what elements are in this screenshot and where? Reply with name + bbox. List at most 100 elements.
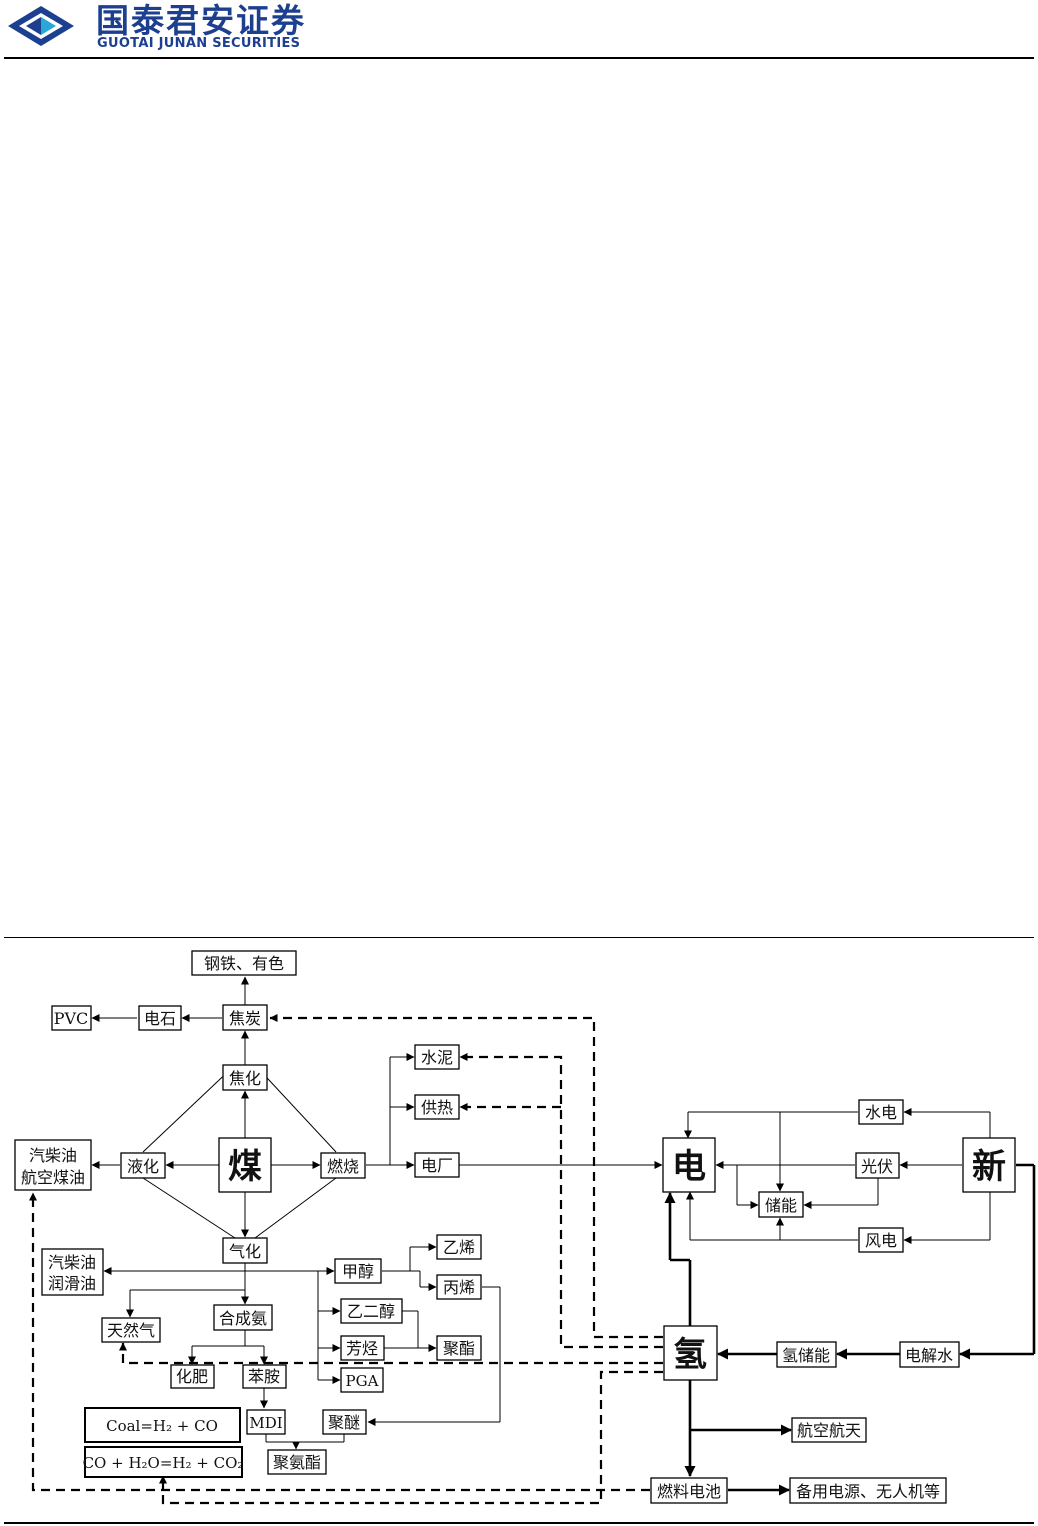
node-storage: 储能 — [765, 1196, 797, 1215]
node-box-pu — [267, 1449, 327, 1475]
node-electro: 电解水 — [905, 1346, 953, 1365]
node-box-backup — [789, 1477, 947, 1504]
node-aniline: 苯胺 — [248, 1367, 280, 1386]
node-pu: 聚氨酯 — [273, 1453, 321, 1472]
page-header: 国泰君安证券 GUOTAI JUNAN SECURITIES — [0, 0, 1038, 60]
solid-connectors — [91, 976, 991, 1450]
node-mdi: MDI — [249, 1414, 282, 1432]
node-box-heating — [414, 1094, 460, 1120]
node-box-diesel1 — [14, 1139, 92, 1191]
node-fuelcell: 燃料电池 — [657, 1482, 721, 1501]
node-box-coke — [222, 1004, 268, 1031]
node-ammonia: 合成氨 — [219, 1309, 267, 1328]
node-heating: 供热 — [421, 1098, 453, 1117]
node-coal: 煤 — [228, 1147, 262, 1187]
node-coking: 焦化 — [229, 1069, 261, 1088]
node-pga: PGA — [346, 1372, 379, 1390]
node-diesel2-line2: 润滑油 — [48, 1274, 96, 1293]
node-box-storage — [758, 1191, 804, 1218]
node-h2store: 氢储能 — [782, 1346, 830, 1365]
node-carbide: 电石 — [144, 1009, 176, 1028]
node-methanol: 甲醇 — [342, 1262, 374, 1281]
node-box-coking — [222, 1064, 268, 1091]
node-box-ethylene — [436, 1234, 482, 1260]
node-elec: 电 — [672, 1147, 706, 1187]
node-cement: 水泥 — [421, 1048, 453, 1067]
equation-water-gas-shift: CO + H₂O=H₂ + CO₂ — [83, 1454, 244, 1472]
node-backup: 备用电源、无人机等 — [796, 1482, 940, 1501]
node-diesel1-line2: 航空煤油 — [21, 1168, 85, 1187]
node-box-plant — [414, 1152, 460, 1178]
node-ng: 天然气 — [107, 1321, 155, 1340]
node-hydro: 水电 — [865, 1103, 897, 1122]
node-box-h2store — [776, 1341, 837, 1368]
node-box-fert — [170, 1364, 215, 1389]
node-diesel2-line1: 汽柴油 — [48, 1253, 96, 1272]
node-coke: 焦炭 — [229, 1009, 261, 1028]
node-box-newe — [962, 1137, 1016, 1193]
node-box-polyester — [436, 1335, 482, 1361]
node-aromatic: 芳烃 — [346, 1339, 378, 1358]
brand-name-en: GUOTAI JUNAN SECURITIES — [97, 36, 301, 51]
node-box-aero — [791, 1417, 867, 1443]
equation-boxes — [84, 1407, 243, 1478]
guotai-logo-icon — [8, 6, 74, 46]
node-hyd: 氢 — [673, 1335, 707, 1375]
node-propylene: 丙烯 — [443, 1278, 475, 1297]
equation-coal-gasification: Coal=H₂ + CO — [106, 1417, 218, 1435]
node-glycol: 乙二醇 — [347, 1302, 395, 1321]
node-box-ng — [101, 1317, 161, 1343]
node-box-gasif — [222, 1237, 268, 1264]
node-pv: 光伏 — [861, 1157, 893, 1176]
node-box-hyd — [663, 1325, 718, 1381]
node-box-glycol — [340, 1298, 403, 1324]
node-steel: 钢铁、有色 — [204, 954, 284, 973]
node-box-diesel2 — [41, 1248, 104, 1296]
node-polyether: 聚醚 — [328, 1413, 360, 1432]
node-box-liquef — [120, 1152, 166, 1179]
node-liquef: 液化 — [127, 1157, 159, 1176]
node-gasif: 气化 — [229, 1242, 261, 1261]
dashed-connectors — [29, 1014, 663, 1505]
node-box-elec — [662, 1137, 716, 1193]
brand-name-cn: 国泰君安证券 — [96, 1, 306, 40]
node-box-pga — [340, 1367, 384, 1393]
node-diesel1-line1: 汽柴油 — [29, 1146, 77, 1165]
node-fert: 化肥 — [176, 1367, 208, 1386]
node-box-polyether — [322, 1409, 367, 1435]
node-box-hydro — [858, 1099, 904, 1125]
node-plant: 电厂 — [421, 1156, 453, 1175]
node-ethylene: 乙烯 — [443, 1238, 475, 1257]
node-burn: 燃烧 — [327, 1157, 359, 1176]
node-wind: 风电 — [865, 1231, 897, 1250]
node-box-steel — [191, 950, 297, 976]
node-newe: 新 — [972, 1147, 1006, 1187]
node-box-wind — [858, 1227, 904, 1253]
equation-box-2 — [84, 1446, 243, 1478]
node-box-mdi — [246, 1409, 286, 1435]
bold-connectors — [664, 1163, 1036, 1496]
node-box-electro — [899, 1341, 960, 1368]
node-box-cement — [414, 1044, 460, 1070]
node-box-burn — [320, 1152, 366, 1179]
node-box-aromatic — [340, 1335, 385, 1361]
figure-bottom-divider — [4, 1522, 1034, 1524]
header-divider — [4, 57, 1034, 59]
node-box-pvc — [51, 1005, 92, 1031]
node-pvc: PVC — [54, 1009, 89, 1028]
node-box-ammonia — [213, 1304, 273, 1331]
node-box-pv — [855, 1152, 900, 1179]
node-aero: 航空航天 — [797, 1421, 861, 1440]
node-box-propylene — [436, 1274, 482, 1300]
node-box-fuelcell — [650, 1477, 728, 1504]
node-box-aniline — [242, 1364, 287, 1389]
figure-top-divider — [4, 937, 1034, 938]
node-box-methanol — [334, 1258, 382, 1284]
node-box-coal — [218, 1137, 272, 1193]
node-labels: 钢铁、有色 PVC 电石 焦炭 水泥 焦化 供热 汽柴油 航空煤油 液化 煤 燃… — [21, 954, 1006, 1501]
node-polyester: 聚酯 — [443, 1339, 475, 1358]
equation-box-1 — [84, 1407, 241, 1443]
node-box-carbide — [138, 1005, 182, 1031]
node-boxes — [14, 950, 1016, 1504]
